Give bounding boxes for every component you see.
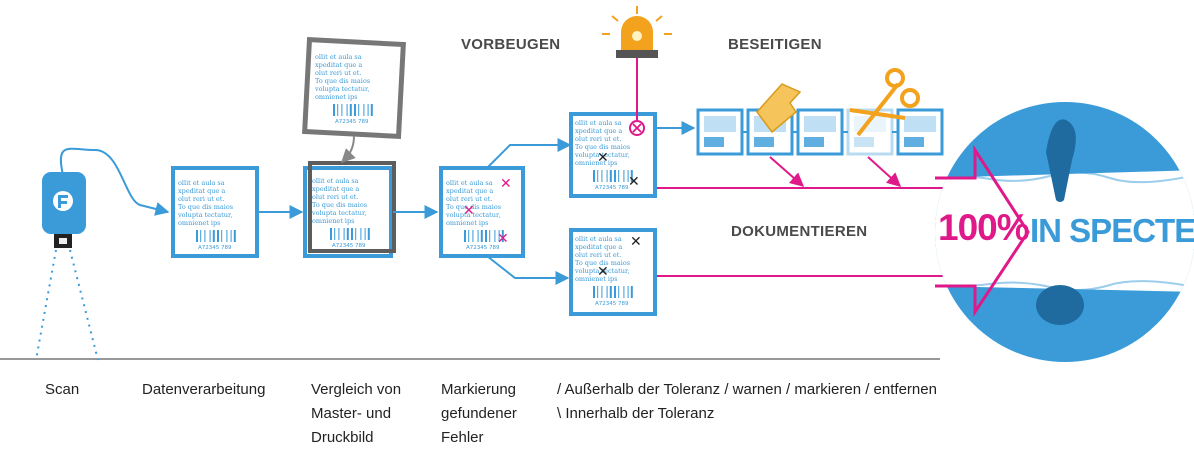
tape-icon [756, 83, 802, 134]
document-text-line: volupta tectatur, [177, 211, 232, 219]
document-text-line: To que dis maios [178, 203, 233, 211]
branch-up-arrow [486, 138, 572, 169]
header-document: DOKUMENTIEREN [731, 223, 868, 240]
scanner-icon [42, 172, 86, 248]
document-text-line: omnienet ips [446, 219, 488, 227]
document-text-line: volupta tectatur, [445, 211, 500, 219]
inspected-stamp [935, 102, 1194, 362]
sheet-1 [696, 108, 744, 156]
svg-text:✕: ✕ [497, 231, 509, 247]
barcode-number: A72345 789 [595, 185, 629, 191]
eliminate-sheets [696, 108, 944, 156]
document-text-line: volupta tectatur, [314, 85, 369, 93]
svg-text:✕: ✕ [630, 234, 642, 250]
document-text-line: olut reri ut et. [575, 251, 621, 259]
document-text-line: omnienet ips [575, 159, 617, 167]
barcode-number: A72345 789 [198, 245, 232, 251]
barcode-icon [464, 230, 504, 242]
document-text-line: xpeditat que a [315, 61, 362, 69]
document-text-line: volupta tectatur, [574, 267, 629, 275]
sheet-5 [896, 108, 944, 156]
svg-text:✕: ✕ [463, 203, 475, 219]
legend-out-of-tolerance: / Außerhalb der Toleranz / warnen / mark… [557, 381, 937, 398]
caption-compare: Vergleich von Master- und Druckbild [311, 381, 402, 446]
scissors-icon [849, 68, 920, 137]
document-text-line: volupta tectatur, [311, 209, 366, 217]
document-text-line: ollit et aula sa [315, 53, 362, 61]
document-text-line: To que dis maios [315, 77, 370, 85]
document-text-line: xpeditat que a [575, 243, 622, 251]
document-text-line: ollit et aula sa [446, 179, 493, 187]
document-text-line: To que dis maios [446, 203, 501, 211]
document-text-line: olut reri ut et. [446, 195, 492, 203]
warning-light-icon [602, 6, 672, 58]
legend-in-tolerance: \ Innerhalb der Toleranz [557, 405, 715, 422]
stamp-percent: 100% [938, 207, 1030, 248]
caption-mark: Markierung gefundener Fehler [441, 381, 517, 446]
document-text-line: volupta tectatur, [574, 151, 629, 159]
scanner-cable [59, 147, 170, 216]
scan-beam [35, 249, 99, 361]
removed-arrow-1 [769, 156, 805, 187]
document-text-line: ollit et aula sa [575, 235, 622, 243]
barcode-number: A72345 789 [466, 245, 500, 251]
caption-data-processing: Datenverarbeitung [142, 381, 266, 398]
master-arrow [341, 135, 356, 163]
document-text-line: xpeditat que a [312, 185, 359, 193]
caption-scan: Scan [45, 381, 80, 398]
barcode-icon [333, 104, 373, 116]
document-text-line: omnienet ips [178, 219, 220, 227]
document-text-line: To que dis maios [575, 259, 630, 267]
document-text-line: olut reri ut et. [575, 135, 621, 143]
svg-text:✕: ✕ [500, 176, 512, 192]
barcode-number: A72345 789 [332, 243, 366, 249]
removed-arrow-2 [867, 156, 902, 187]
document-text-line: omnienet ips [575, 275, 617, 283]
barcode-icon [593, 170, 633, 182]
document-text-line: To que dis maios [312, 201, 367, 209]
document-text-line: olut reri ut et. [315, 69, 361, 77]
document-text-line: olut reri ut et. [178, 195, 224, 203]
document-text-line: xpeditat que a [178, 187, 225, 195]
barcode-icon [330, 228, 370, 240]
barcode-icon [196, 230, 236, 242]
document-text-line: omnienet ips [312, 217, 354, 225]
barcode-icon [593, 286, 633, 298]
document-text-line: To que dis maios [575, 143, 630, 151]
stamp-arrow [935, 144, 1030, 317]
branch-down-arrow [486, 255, 570, 285]
svg-text:✕: ✕ [597, 264, 609, 280]
alarm-marker-icon [629, 120, 645, 136]
barcode-number: A72345 789 [335, 119, 369, 125]
document-text-line: ollit et aula sa [178, 179, 225, 187]
document-text-line: ollit et aula sa [575, 119, 622, 127]
svg-text:✕: ✕ [597, 150, 609, 166]
sheet-3 [796, 108, 844, 156]
document-text-line: olut reri ut et. [312, 193, 358, 201]
document-text-line: xpeditat que a [575, 127, 622, 135]
stamp-inspected: IN SPECTED [1030, 212, 1194, 249]
svg-text:✕: ✕ [628, 174, 640, 190]
document-text-line: ollit et aula sa [312, 177, 359, 185]
barcode-number: A72345 789 [595, 301, 629, 307]
header-eliminate: BESEITIGEN [728, 36, 822, 53]
header-prevent: VORBEUGEN [461, 36, 561, 53]
document-text-line: omnienet ips [315, 93, 357, 101]
document-text-line: xpeditat que a [446, 187, 493, 195]
